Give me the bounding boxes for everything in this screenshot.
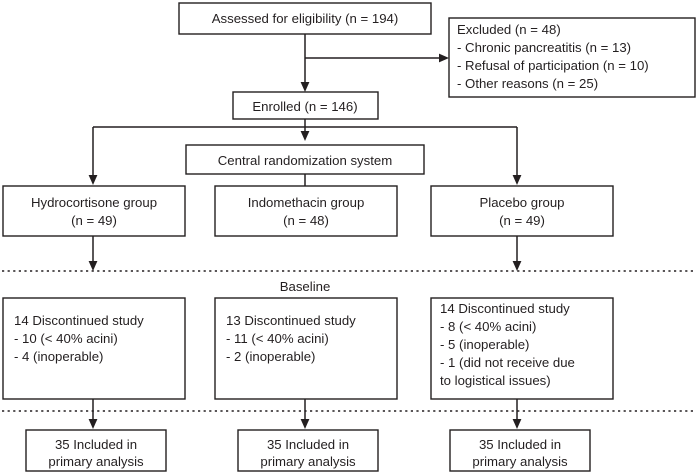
- node-excluded-line-4: - Other reasons (n = 25): [457, 76, 598, 91]
- node-disc-placebo-line-3: - 5 (inoperable): [440, 337, 529, 352]
- node-enrolled-line-1: Enrolled (n = 146): [252, 99, 357, 114]
- phase-label-baseline: Baseline: [280, 279, 331, 294]
- node-disc-placebo-line-1: 14 Discontinued study: [440, 301, 570, 316]
- node-analysis-indomethacin-line-1: 35 Included in: [267, 437, 349, 452]
- node-analysis-hydrocortisone-line-1: 35 Included in: [55, 437, 137, 452]
- node-disc-indomethacin-line-1: 13 Discontinued study: [226, 313, 356, 328]
- node-arm-indomethacin: Indomethacin group (n = 48): [214, 185, 398, 237]
- node-disc-indomethacin-line-2: - 11 (< 40% acini): [226, 331, 329, 346]
- arrowhead-analysis-hydrocortisone: [88, 419, 98, 429]
- node-analysis-placebo-line-1: 35 Included in: [479, 437, 561, 452]
- arrowhead-randomization: [300, 131, 310, 141]
- node-arm-placebo-line-1: Placebo group: [479, 195, 564, 210]
- node-arm-placebo: Placebo group (n = 49): [430, 185, 614, 237]
- node-arm-indomethacin-line-2: (n = 48): [283, 213, 329, 228]
- node-arm-hydrocortisone: Hydrocortisone group (n = 49): [2, 185, 186, 237]
- node-excluded-line-2: - Chronic pancreatitis (n = 13): [457, 40, 631, 55]
- node-analysis-placebo-line-2: primary analysis: [472, 454, 568, 469]
- node-arm-placebo-line-2: (n = 49): [499, 213, 545, 228]
- connector-layer: [88, 34, 522, 429]
- arrowhead-arm-placebo: [512, 175, 522, 185]
- node-randomization-line-1: Central randomization system: [218, 153, 392, 168]
- node-discontinued-hydrocortisone: 14 Discontinued study - 10 (< 40% acini)…: [2, 297, 186, 400]
- node-disc-indomethacin-line-3: - 2 (inoperable): [226, 349, 315, 364]
- node-excluded-line-1: Excluded (n = 48): [457, 22, 561, 37]
- node-disc-placebo-line-5: to logistical issues): [440, 373, 551, 388]
- node-analysis-indomethacin-line-2: primary analysis: [260, 454, 356, 469]
- arrowhead-enrolled: [300, 82, 310, 92]
- arrowhead-baseline-hydrocortisone: [88, 261, 98, 271]
- node-analysis-hydrocortisone: 35 Included in primary analysis: [25, 429, 167, 472]
- arrowhead-baseline-placebo: [512, 261, 522, 271]
- node-disc-placebo-line-4: - 1 (did not receive due: [440, 355, 575, 370]
- node-arm-hydrocortisone-line-1: Hydrocortisone group: [31, 195, 157, 210]
- node-assessed-line-1: Assessed for eligibility (n = 194): [212, 11, 399, 26]
- node-arm-hydrocortisone-line-2: (n = 49): [71, 213, 117, 228]
- node-analysis-indomethacin: 35 Included in primary analysis: [237, 429, 379, 472]
- arrowhead-excluded: [439, 53, 449, 63]
- node-arm-indomethacin-line-1: Indomethacin group: [248, 195, 365, 210]
- node-enrolled: Enrolled (n = 146): [232, 91, 379, 120]
- node-excluded-line-3: - Refusal of participation (n = 10): [457, 58, 649, 73]
- arrowhead-analysis-placebo: [512, 419, 522, 429]
- arrowhead-arm-hydrocortisone: [88, 175, 98, 185]
- node-central-randomization-system: Central randomization system: [185, 144, 425, 175]
- node-disc-hydrocortisone-line-2: - 10 (< 40% acini): [14, 331, 118, 346]
- arrowhead-analysis-indomethacin: [300, 419, 310, 429]
- node-excluded: Excluded (n = 48) - Chronic pancreatitis…: [448, 17, 696, 98]
- node-discontinued-indomethacin: 13 Discontinued study - 11 (< 40% acini)…: [214, 297, 398, 400]
- node-discontinued-placebo: 14 Discontinued study - 8 (< 40% acini) …: [430, 297, 614, 400]
- node-disc-placebo-line-2: - 8 (< 40% acini): [440, 319, 536, 334]
- node-assessed-for-eligibility: Assessed for eligibility (n = 194): [178, 2, 432, 35]
- node-disc-hydrocortisone-line-1: 14 Discontinued study: [14, 313, 144, 328]
- node-analysis-hydrocortisone-line-2: primary analysis: [48, 454, 144, 469]
- node-analysis-placebo: 35 Included in primary analysis: [449, 429, 591, 472]
- node-disc-hydrocortisone-line-3: - 4 (inoperable): [14, 349, 103, 364]
